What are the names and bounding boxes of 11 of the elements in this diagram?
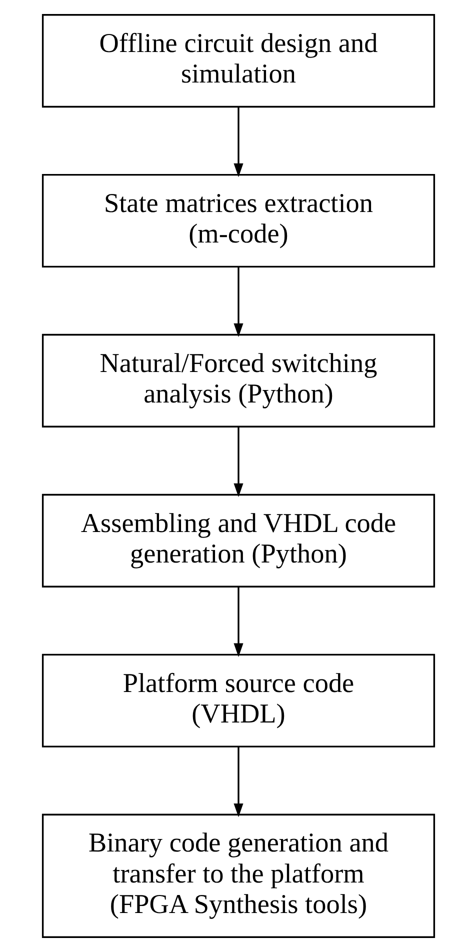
node-box: Offline circuit design and simulation	[41, 14, 435, 108]
arrow	[233, 106, 243, 178]
arrow	[233, 426, 243, 497]
node-box: State matrices extraction (m-code)	[41, 174, 435, 268]
arrow	[233, 586, 243, 657]
node-box: Binary code generation and transfer to the platform (FPGA Synthesis tools)	[41, 814, 435, 938]
node-box: Assembling and VHDL code generation (Python)	[41, 494, 435, 588]
arrow	[233, 266, 243, 338]
arrow	[233, 746, 243, 818]
node-box: Natural/Forced switching analysis (Python)	[41, 334, 435, 428]
node-box: Platform source code (VHDL)	[41, 654, 435, 748]
